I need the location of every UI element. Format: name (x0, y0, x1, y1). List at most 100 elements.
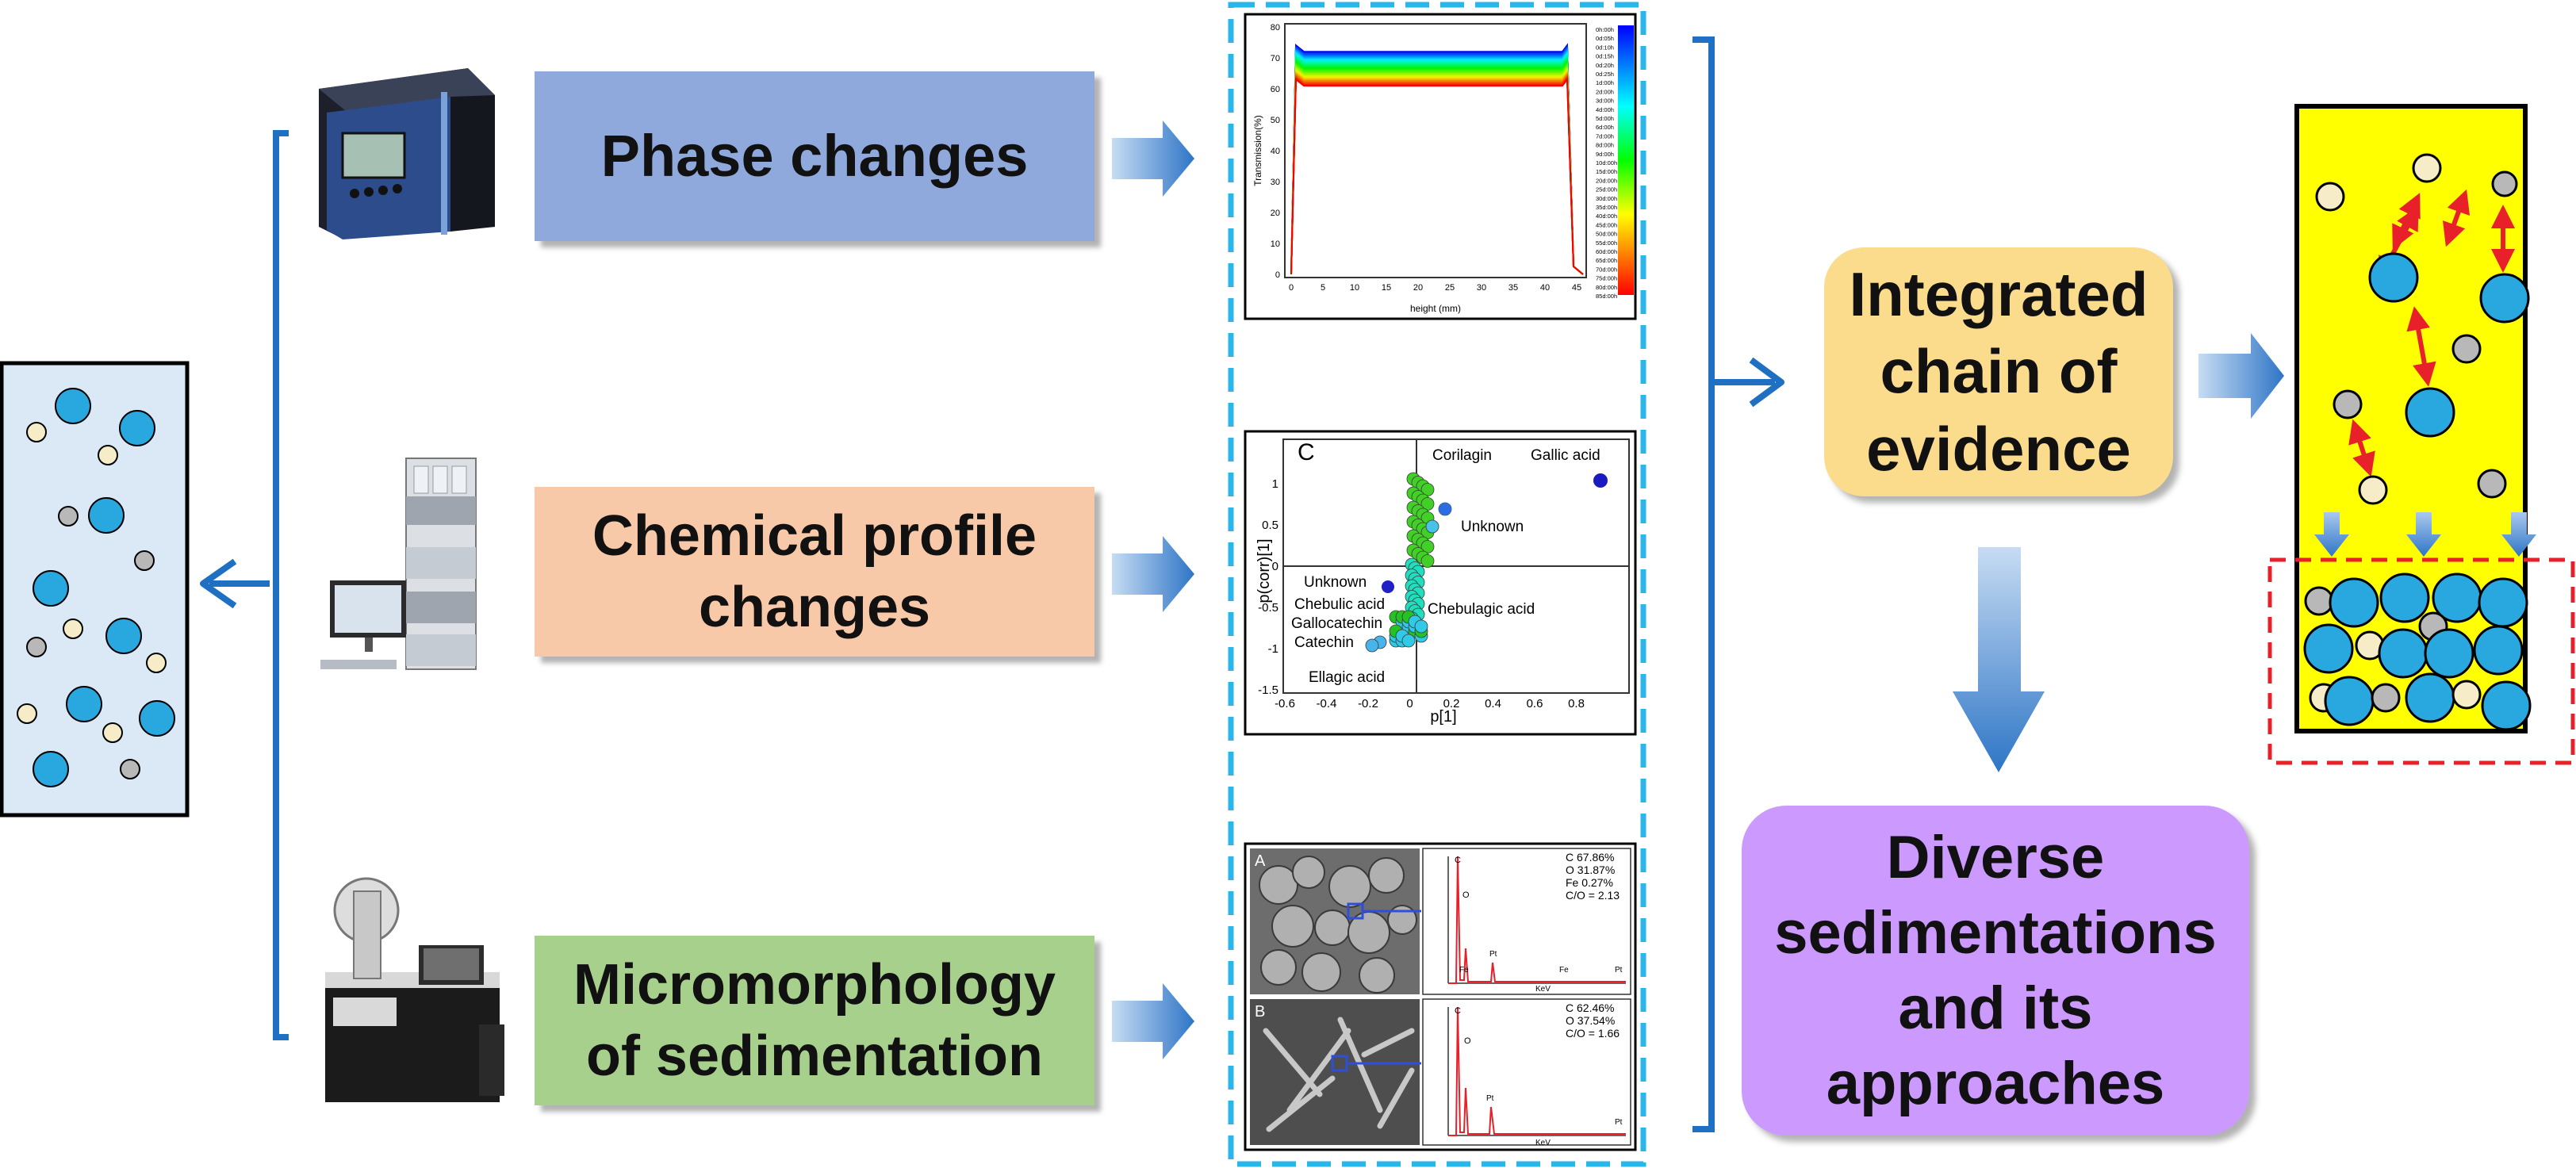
arrow-to-suspension (200, 558, 270, 609)
chemical-profile-label: Chemical profile changes (535, 487, 1094, 657)
transmission-legend-entry: 3d:00h (1596, 98, 1614, 105)
transmission-x-tick: 10 (1350, 283, 1359, 293)
arrow-phase (1112, 121, 1194, 197)
transmission-x-tick: 30 (1477, 283, 1486, 293)
transmission-legend-entry: 0d:10h (1596, 44, 1614, 51)
transmission-x-tick: 5 (1321, 283, 1325, 293)
splot-y-tick: -1 (1268, 642, 1278, 656)
evidence-panel-frame (1228, 2, 1646, 1167)
spectrum-b-unit: KeV (1535, 1139, 1551, 1147)
transmission-x-tick: 20 (1413, 283, 1423, 293)
splot-x-tick: 0.2 (1443, 697, 1460, 710)
transmission-xlabel: height (mm) (1410, 303, 1461, 314)
transmission-legend-entry: 35d:00h (1596, 204, 1617, 211)
transmission-y-tick: 40 (1271, 147, 1280, 156)
peak-b-pt-1: Pt (1486, 1094, 1494, 1103)
transmission-legend-entry: 85d:00h (1596, 293, 1617, 300)
transmission-legend-entry: 40d:00h (1596, 213, 1617, 220)
transmission-legend-entry: 1d:00h (1596, 79, 1614, 86)
peak-a-pt-2: Pt (1615, 966, 1623, 975)
splot-panel-letter: C (1298, 439, 1315, 465)
transmission-legend-entry: 75d:00h (1596, 275, 1617, 282)
peak-a-fe-1: Fe (1459, 966, 1469, 975)
spectrum-b-line-1: C 62.46% (1566, 1001, 1614, 1014)
transmission-legend-entry: 0d:05h (1596, 35, 1614, 42)
splot-point (1365, 638, 1379, 653)
micromorphology-label: Micromorphology of sedimentation (535, 936, 1094, 1105)
splot-x-tick: -0.6 (1275, 697, 1295, 710)
spectrum-b-line-3: C/O = 1.66 (1566, 1027, 1620, 1040)
peak-a-c: C (1455, 856, 1461, 865)
transmission-legend-entry: 4d:00h (1596, 106, 1614, 113)
splot-label-gallic-acid: Gallic acid (1531, 447, 1600, 464)
transmission-y-tick: 60 (1271, 85, 1280, 94)
transmission-legend-entry: 45d:00h (1596, 221, 1617, 228)
transmission-legend-entry: 2d:00h (1596, 88, 1614, 95)
splot-label-catechin: Catechin (1294, 634, 1354, 651)
sem-eds-panel: A B C O Fe Pt Fe Pt KeV C 67.86% O 31.87… (1244, 842, 1637, 1151)
transmission-legend-entry: 25d:00h (1596, 186, 1617, 193)
spectrum-a-line-1: C 67.86% (1566, 851, 1614, 864)
splot-x-tick: 0 (1406, 697, 1413, 710)
transmission-legend-entry: 50d:00h (1596, 231, 1617, 238)
splot-y-tick: 0 (1272, 560, 1278, 573)
transmission-curve (1290, 77, 1584, 275)
sem-panel-b-letter: B (1255, 1003, 1265, 1021)
transmission-y-tick: 80 (1271, 23, 1280, 33)
spectrum-a-line-2: O 31.87% (1566, 864, 1615, 876)
phase-changes-label: Phase changes (535, 71, 1094, 241)
spectrum-a-line-4: C/O = 2.13 (1566, 889, 1620, 902)
splot-y-tick: 0.5 (1262, 519, 1278, 532)
transmission-x-tick: 45 (1572, 283, 1581, 293)
arrow-chemical (1112, 536, 1194, 612)
transmission-legend-entry: 0d:25h (1596, 71, 1614, 78)
splot-point (1420, 554, 1435, 568)
splot-y-tick: -0.5 (1258, 601, 1278, 615)
splot-label-unknown-2: Unknown (1304, 574, 1367, 591)
transmission-x-tick: 0 (1289, 283, 1294, 293)
transmission-legend-entry: 10d:00h (1596, 159, 1617, 167)
turbiscan-instrument-image (319, 68, 495, 239)
transmission-chart: 0h:00h0d:05h0d:10h0d:15h0d:20h0d:25h1d:0… (1244, 13, 1637, 320)
peak-a-fe-2: Fe (1559, 966, 1569, 975)
transmission-legend-entry: 30d:00h (1596, 195, 1617, 202)
splot-y-tick: 1 (1272, 477, 1278, 491)
transmission-legend-entry: 9d:00h (1596, 151, 1614, 158)
transmission-legend-entry: 70d:00h (1596, 266, 1617, 273)
transmission-legend-entry: 60d:00h (1596, 248, 1617, 255)
peak-a-o: O (1462, 890, 1470, 900)
splot-point-gallic-acid (1593, 473, 1608, 488)
splot-ylabel: p(corr)[1] (1255, 538, 1273, 603)
splot-point (1401, 634, 1416, 648)
initial-suspension-container (0, 361, 190, 818)
transmission-ylabel: Transmission(%) (1252, 115, 1263, 186)
splot-label-corilagin: Corilagin (1432, 447, 1492, 464)
transmission-legend-entry: 0d:20h (1596, 62, 1614, 69)
transmission-y-tick: 50 (1271, 116, 1280, 125)
integrated-chain-label: Integrated chain of evidence (1824, 247, 2173, 496)
transmission-legend-entry: 65d:00h (1596, 257, 1617, 264)
transmission-y-tick: 10 (1271, 239, 1280, 249)
splot-label-ellagic-acid: Ellagic acid (1309, 669, 1385, 686)
hplc-instrument-image (320, 458, 477, 670)
spectrum-a-unit: KeV (1535, 985, 1551, 994)
transmission-legend-entry: 6d:00h (1596, 124, 1614, 131)
splot-x-tick: 0.8 (1568, 697, 1585, 710)
transmission-legend-entry: 0d:15h (1596, 53, 1614, 60)
sem-instrument-image (325, 877, 504, 1102)
splot-point (1414, 619, 1428, 634)
splot-x-tick: 0.6 (1527, 697, 1543, 710)
transmission-y-tick: 0 (1275, 270, 1280, 280)
transmission-y-tick: 70 (1271, 54, 1280, 63)
peak-a-pt-1: Pt (1489, 950, 1497, 959)
splot-label-chebulagic-acid: Chebulagic acid (1428, 601, 1535, 618)
transmission-legend-entry: 55d:00h (1596, 239, 1617, 247)
transmission-legend-entry: 80d:00h (1596, 284, 1617, 291)
splot-point-unknown-1 (1439, 503, 1451, 515)
transmission-legend-entry: 8d:00h (1596, 142, 1614, 149)
right-bracket (1692, 36, 1715, 1132)
transmission-legend-entry: 15d:00h (1596, 168, 1617, 175)
arrow-micro (1112, 983, 1194, 1059)
spectrum-b-line-2: O 37.54% (1566, 1014, 1615, 1027)
